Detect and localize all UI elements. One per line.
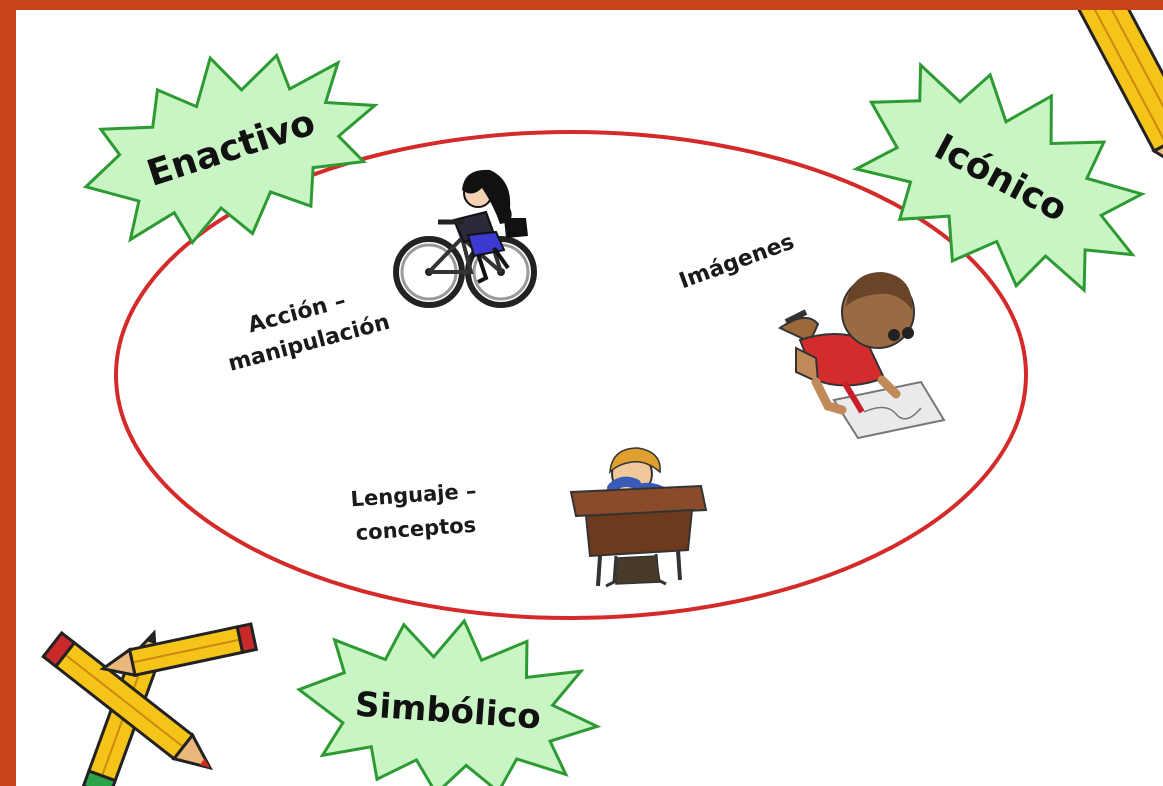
language-label-line2: conceptos: [355, 513, 477, 545]
language-label-group: Lenguaje – conceptos: [350, 479, 477, 545]
language-label-line1: Lenguaje –: [350, 479, 477, 512]
boy-drawing-illustration: [777, 272, 946, 440]
images-label-group: Imágenes: [676, 230, 798, 295]
boy-at-desk-illustration: [569, 447, 708, 588]
enactive-burst: Enactivo: [82, 52, 379, 246]
iconic-burst: Icónico: [852, 61, 1146, 294]
symbolic-burst: Simbólico: [295, 618, 602, 786]
diagram-scene: Enactivo Icónico Simbólico Acción – mani…: [41, 10, 1163, 786]
images-label: Imágenes: [676, 230, 798, 295]
slide-canvas: Enactivo Icónico Simbólico Acción – mani…: [16, 10, 1163, 786]
action-label-group: Acción – manipulación: [226, 288, 393, 376]
crossed-pencils-illustration: [41, 622, 259, 786]
girl-on-bicycle-illustration: [393, 169, 537, 308]
representation-ellipse: [114, 130, 1028, 620]
pencil-corner-illustration: [1072, 10, 1163, 177]
